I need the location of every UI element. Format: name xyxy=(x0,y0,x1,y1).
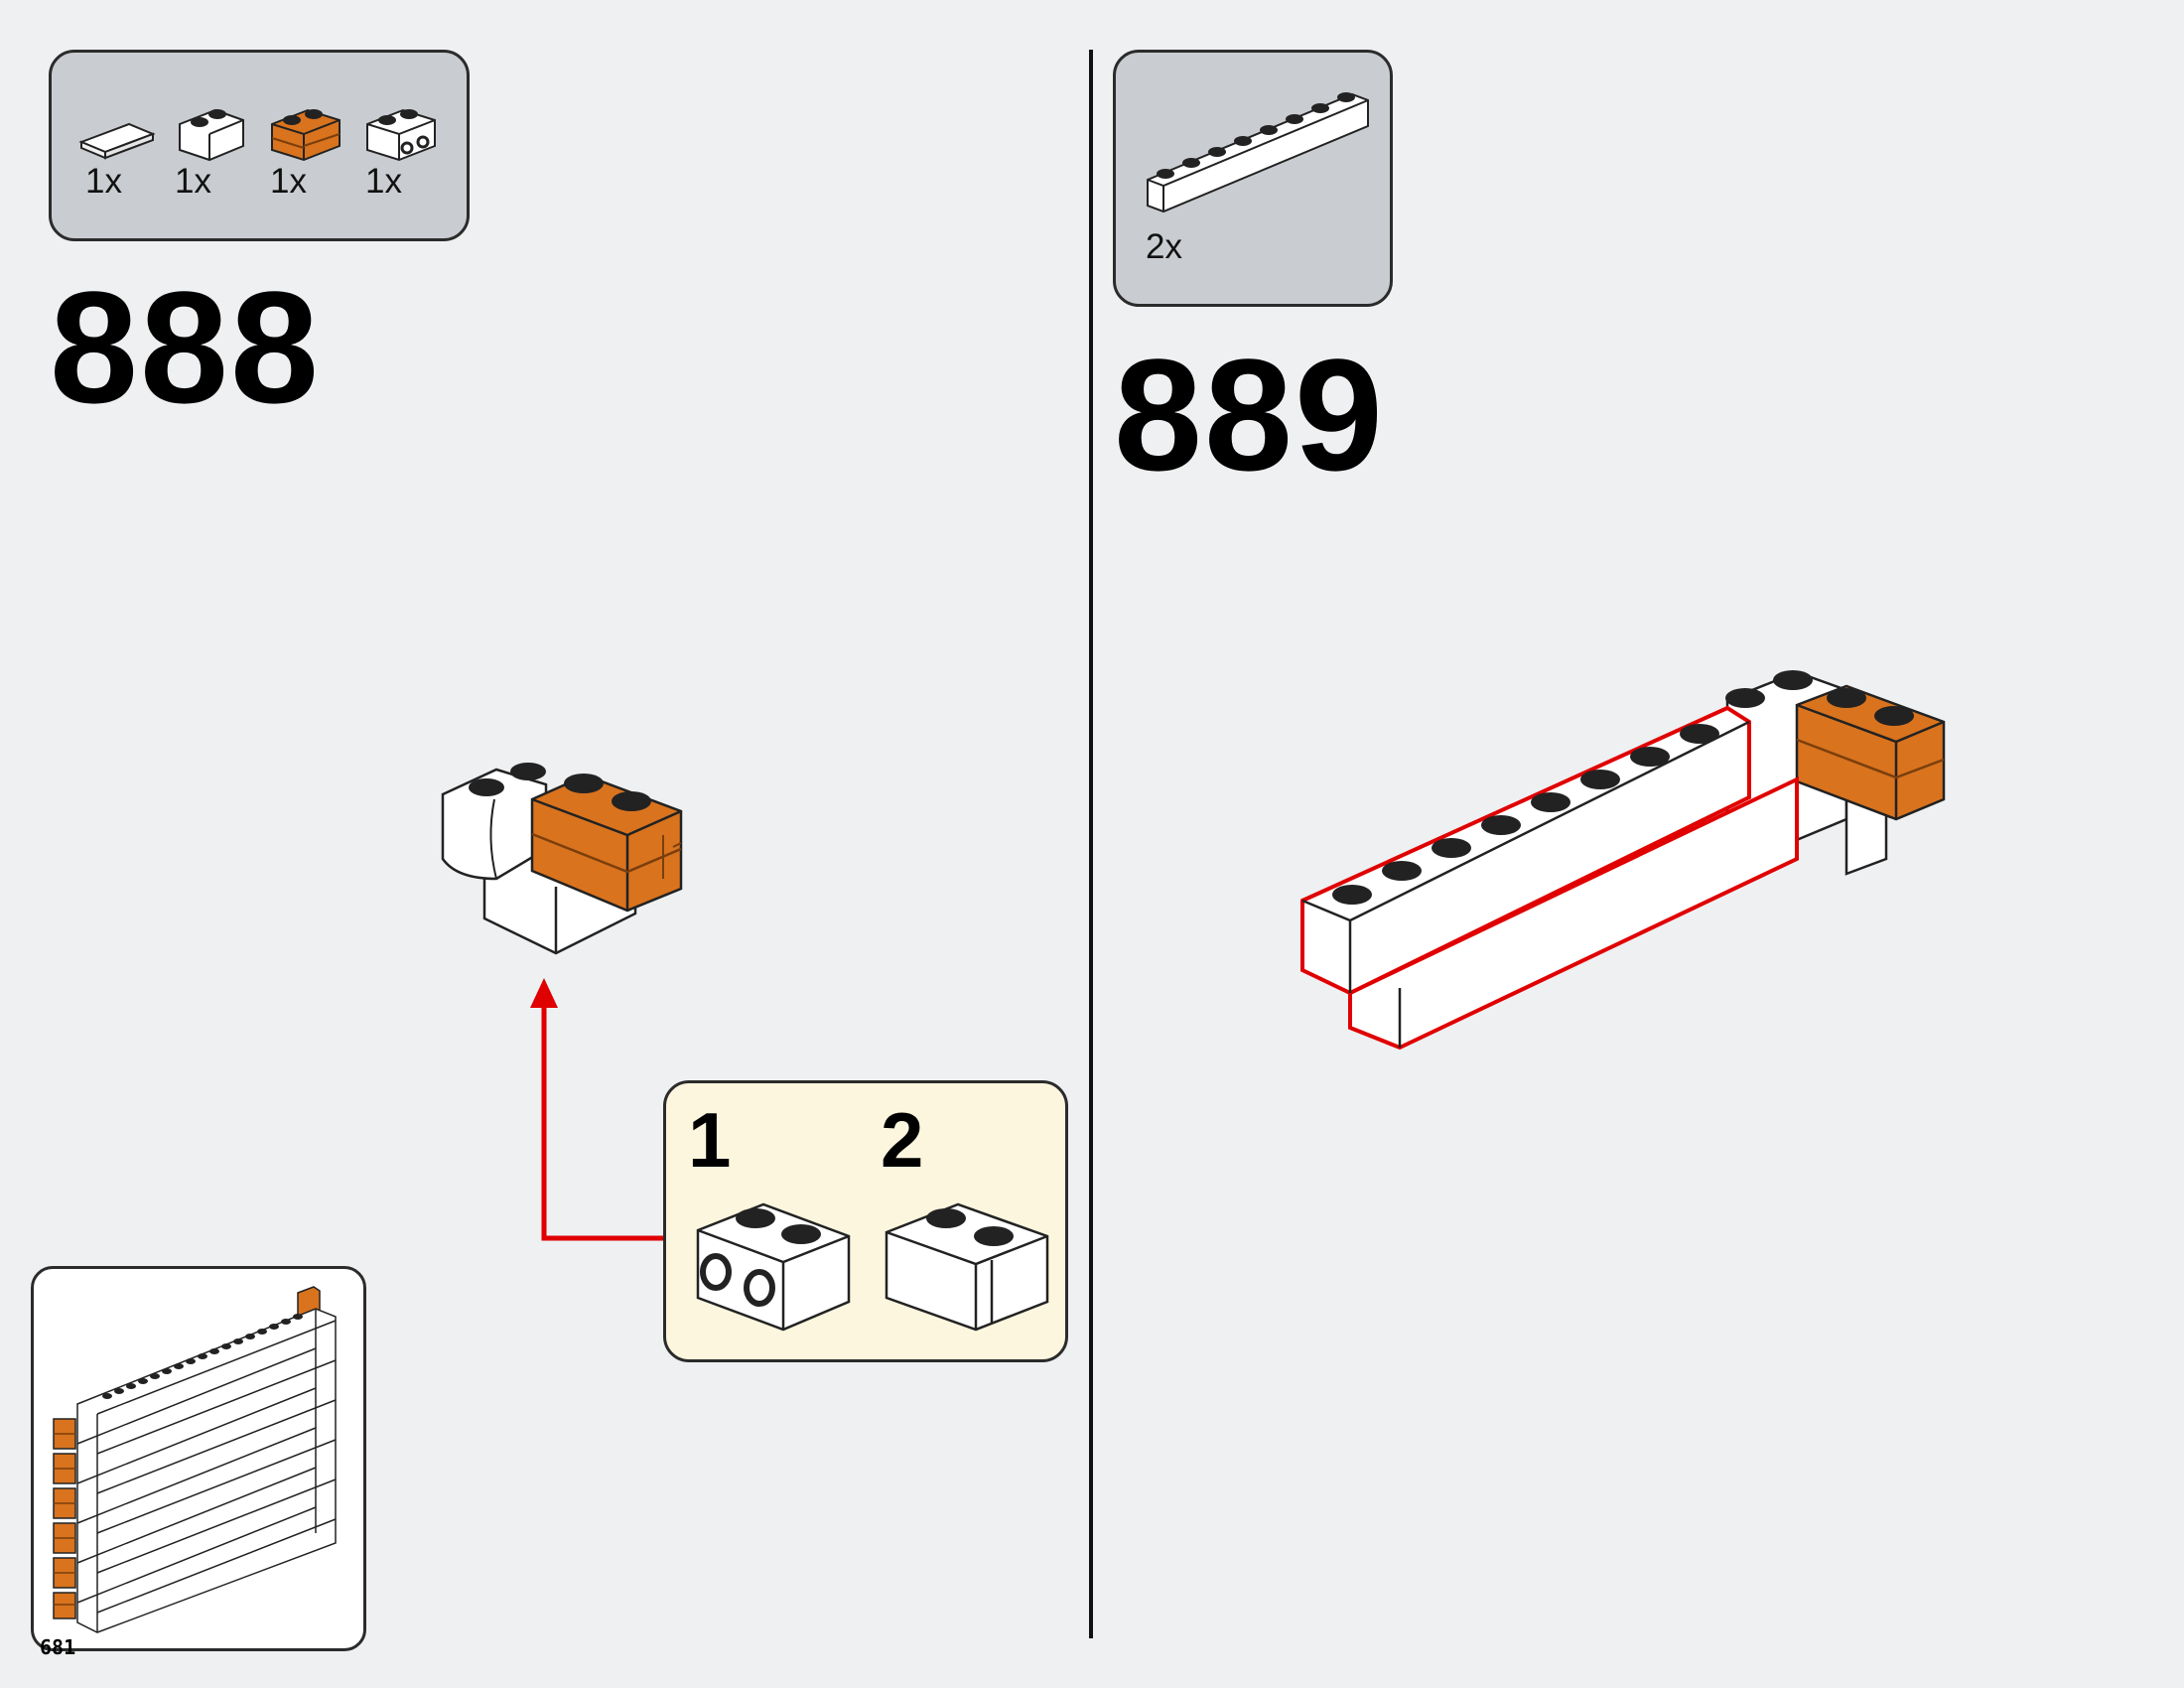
part-qty: 1x xyxy=(270,162,307,201)
substep-label-2: 2 xyxy=(881,1096,924,1184)
white-tile-1x2-icon xyxy=(78,122,156,160)
substep-box: 1 2 xyxy=(663,1080,1068,1362)
brick-side-studs-icon xyxy=(696,1202,851,1332)
parts-list-889: 2x xyxy=(1113,50,1393,307)
progress-overview-thumbnail xyxy=(31,1266,366,1651)
white-brick-1x8-icon xyxy=(1147,92,1369,213)
step-888-assembly-illustration xyxy=(441,763,683,955)
wall-overview-illustration xyxy=(53,1286,337,1633)
page-number: 681 xyxy=(40,1635,76,1659)
white-brick-side-studs-icon xyxy=(366,108,436,162)
parts-list-888: 1x 1x 1x 1x xyxy=(49,50,470,241)
white-curved-brick-icon xyxy=(179,108,244,162)
part-qty: 1x xyxy=(175,162,211,201)
step-889-assembly-illustration xyxy=(1300,670,1946,1051)
brick-with-groove-icon xyxy=(885,1202,1049,1332)
part-qty: 2x xyxy=(1146,227,1182,266)
part-qty: 1x xyxy=(365,162,402,201)
step-number-888: 888 xyxy=(50,258,321,436)
step-divider xyxy=(1089,50,1093,1638)
placement-arrow xyxy=(530,978,665,1241)
step-number-889: 889 xyxy=(1114,326,1385,503)
substep-label-1: 1 xyxy=(688,1096,732,1184)
part-qty: 1x xyxy=(85,162,122,201)
orange-masonry-brick-icon xyxy=(271,108,341,162)
